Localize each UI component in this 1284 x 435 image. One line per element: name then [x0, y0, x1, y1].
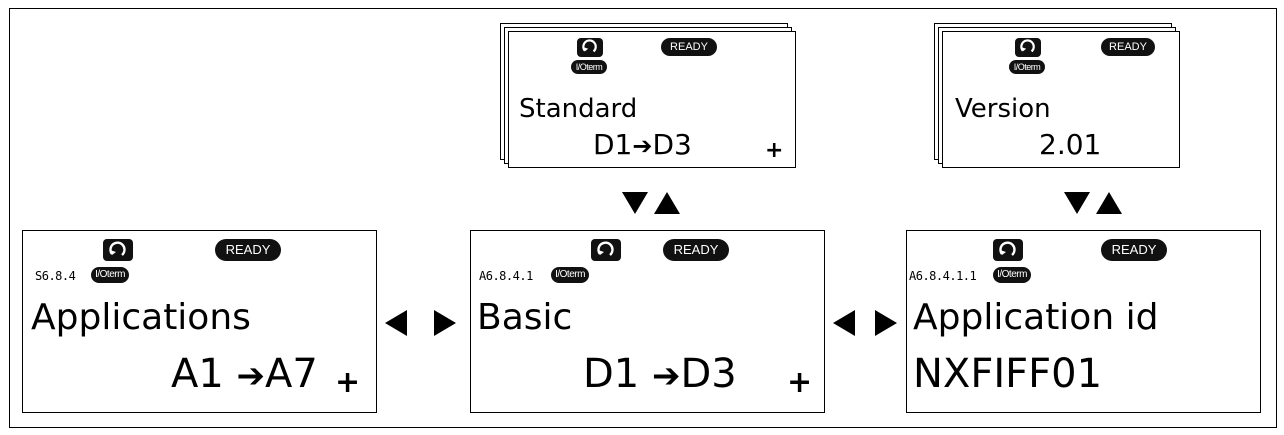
io-term-badge: I/Oterm: [91, 267, 129, 283]
arrow-icon: ➔: [651, 356, 681, 396]
panel-title: Basic: [477, 297, 573, 338]
version-value: 2.01: [1039, 128, 1102, 161]
more-icon: +: [787, 365, 813, 400]
range-start: A1: [171, 351, 224, 397]
left-arrow-icon: [833, 310, 855, 336]
value-range: D1 ➔D3: [583, 351, 737, 397]
ready-badge: READY: [215, 239, 281, 261]
range-start: D1: [593, 128, 633, 161]
value-range: A1 ➔A7: [171, 351, 318, 397]
arrow-icon: ➔: [236, 356, 266, 396]
range-end: A7: [265, 351, 318, 397]
up-arrow-icon: [1096, 192, 1122, 214]
panel-title: Version: [955, 94, 1051, 124]
value-range: D1➔D3: [593, 128, 692, 161]
ready-badge: READY: [1101, 38, 1155, 56]
rotation-icon: [103, 239, 133, 261]
ready-badge: READY: [663, 239, 729, 261]
more-icon: +: [765, 138, 784, 163]
range-end: D3: [680, 351, 737, 397]
io-term-badge: I/Oterm: [1009, 60, 1045, 74]
rotation-icon: [993, 239, 1023, 261]
rotation-icon: [1015, 38, 1041, 57]
panel-applications: READY S6.8.4 I/Oterm Applications A1 ➔A7…: [22, 230, 377, 413]
range-start: D1: [583, 351, 640, 397]
ready-badge: READY: [661, 38, 717, 56]
rotation-icon: [591, 239, 621, 261]
panel-basic: READY A6.8.4.1 I/Oterm Basic D1 ➔D3 +: [470, 230, 825, 413]
menu-code: A6.8.4.1.1: [909, 269, 977, 283]
io-term-badge: I/Oterm: [551, 267, 589, 283]
diagram-frame: [9, 8, 1277, 428]
right-arrow-icon: [875, 310, 897, 336]
ready-badge: READY: [1101, 239, 1167, 261]
down-arrow-icon: [1064, 192, 1090, 214]
panel-title: Standard: [519, 94, 638, 124]
down-arrow-icon: [622, 192, 648, 214]
range-end: D3: [652, 128, 692, 161]
menu-code: S6.8.4: [35, 269, 76, 283]
panel-title: Application id: [913, 297, 1159, 338]
panel-application-id: READY A6.8.4.1.1 I/Oterm Application id …: [906, 230, 1261, 413]
arrow-icon: ➔: [632, 132, 653, 160]
rotation-icon: [577, 38, 603, 57]
io-term-badge: I/Oterm: [571, 60, 607, 74]
left-arrow-icon: [385, 310, 407, 336]
panel-version: READY I/Oterm Version 2.01: [942, 31, 1180, 168]
up-arrow-icon: [654, 192, 680, 214]
panel-standard: READY I/Oterm Standard D1➔D3 +: [508, 31, 796, 168]
menu-code: A6.8.4.1: [479, 269, 533, 283]
application-id-value: NXFIFF01: [913, 351, 1103, 397]
right-arrow-icon: [434, 310, 456, 336]
panel-title: Applications: [31, 297, 251, 338]
io-term-badge: I/Oterm: [993, 267, 1031, 283]
more-icon: +: [335, 365, 361, 400]
